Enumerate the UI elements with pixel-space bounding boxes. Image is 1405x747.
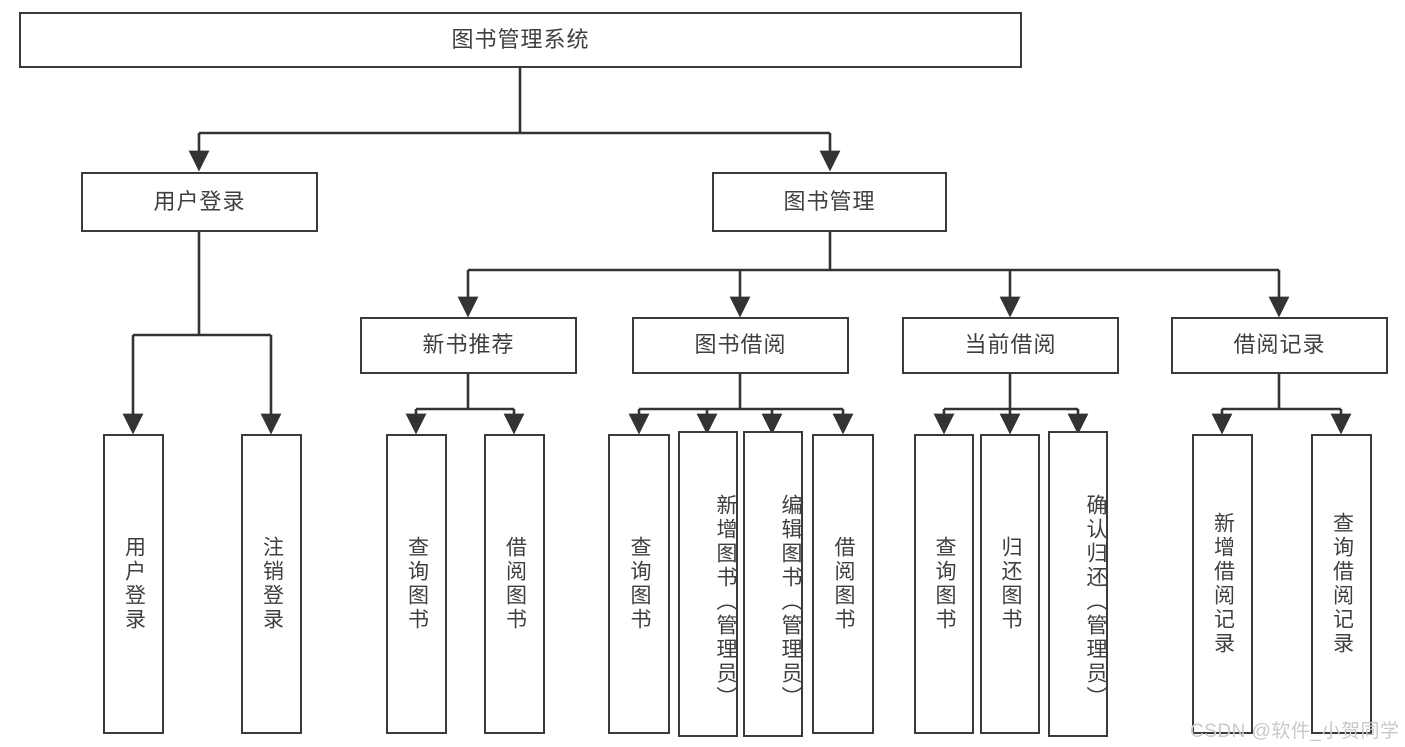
csdn-watermark: CSDN @软件_小贺同学 (1190, 721, 1400, 742)
leaf-query-borrow-record[interactable]: 查询借阅记录 (1311, 434, 1372, 734)
node-book-management[interactable]: 图书管理 (712, 172, 947, 232)
leaf-borrow-book-recommendation[interactable]: 借阅图书 (484, 434, 545, 734)
node-new-book-recommendation[interactable]: 新书推荐 (360, 317, 577, 374)
leaf-add-borrow-record[interactable]: 新增借阅记录 (1192, 434, 1253, 734)
node-root-book-management-system[interactable]: 图书管理系统 (19, 12, 1022, 68)
leaf-query-book-borrowing[interactable]: 查询图书 (608, 434, 670, 734)
leaf-add-book-admin[interactable]: 新增图书（管理员） (678, 431, 738, 737)
leaf-borrow-book-borrowing[interactable]: 借阅图书 (812, 434, 874, 734)
node-user-login[interactable]: 用户登录 (81, 172, 318, 232)
node-current-borrowing[interactable]: 当前借阅 (902, 317, 1119, 374)
leaf-user-logout[interactable]: 注销登录 (241, 434, 302, 734)
node-book-borrowing[interactable]: 图书借阅 (632, 317, 849, 374)
leaf-user-login[interactable]: 用户登录 (103, 434, 164, 734)
leaf-return-book[interactable]: 归还图书 (980, 434, 1040, 734)
leaf-edit-book-admin[interactable]: 编辑图书（管理员） (743, 431, 803, 737)
leaf-confirm-return-admin[interactable]: 确认归还（管理员） (1048, 431, 1108, 737)
leaf-query-book-recommendation[interactable]: 查询图书 (386, 434, 447, 734)
leaf-query-book-current[interactable]: 查询图书 (914, 434, 974, 734)
node-borrow-records[interactable]: 借阅记录 (1171, 317, 1388, 374)
